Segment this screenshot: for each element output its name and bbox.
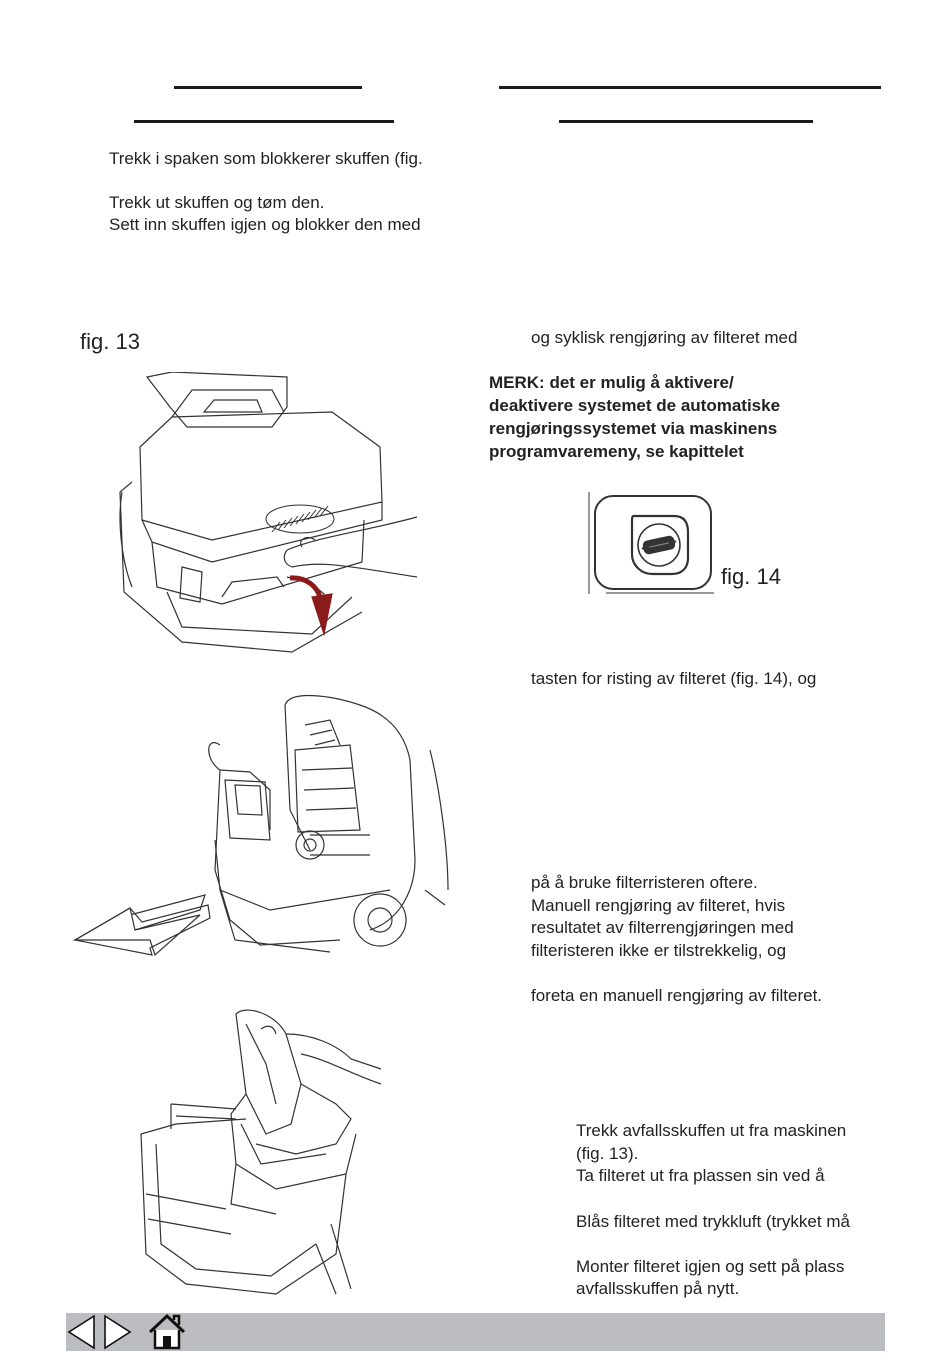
next-page-icon[interactable] — [101, 1313, 133, 1351]
instruction-line: Sett inn skuffen igjen og blokker den me… — [109, 215, 421, 234]
filter-shaker-line: på å bruke filterristeren oftere. — [531, 873, 758, 892]
filter-shaker-line: filteristeren ikke er tilstrekkelig, og — [531, 941, 787, 960]
drawer-removal-illustration — [72, 695, 449, 957]
prev-page-icon[interactable] — [66, 1313, 98, 1351]
note-line: MERK: det er mulig å aktivere/ — [489, 373, 734, 392]
step-line: Trekk avfallsskuffen ut fra maskinen — [576, 1121, 847, 1140]
header-rule-left-bottom — [134, 120, 394, 123]
filter-removal-illustration — [140, 1009, 382, 1295]
shake-icon — [641, 535, 677, 555]
footer-nav-bar — [66, 1313, 885, 1351]
shaker-key-line: tasten for risting av filteret (fig. 14)… — [531, 669, 817, 688]
header-rule-right-top — [499, 86, 881, 89]
step-line: Ta filteret ut fra plassen sin ved å — [576, 1166, 825, 1185]
header-rule-right-bottom — [559, 120, 813, 123]
step-line: (fig. 13). — [576, 1144, 639, 1163]
drawer-lever-illustration — [119, 372, 418, 653]
manual-cleaning-line: foreta en manuell rengjøring av filteret… — [531, 986, 823, 1005]
fig-13-label: fig. 13 — [80, 329, 140, 354]
note-line: programvaremeny, se kapittelet — [489, 442, 744, 461]
filter-shaker-line: Manuell rengjøring av filteret, hvis — [531, 896, 786, 915]
filter-cleaning-line: og syklisk rengjøring av filteret med — [531, 328, 798, 347]
fig-14-label: fig. 14 — [721, 564, 781, 589]
header-rule-left-top — [174, 86, 362, 89]
instruction-line: Trekk i spaken som blokkerer skuffen (fi… — [109, 149, 423, 168]
filter-shaker-line: resultatet av filterrengjøringen med — [531, 918, 794, 937]
step-line: Blås filteret med trykkluft (trykket må — [576, 1212, 850, 1231]
note-line: deaktivere systemet de automatiske — [489, 396, 781, 415]
filter-shaker-button-figure — [588, 492, 714, 594]
note-line: rengjøringssystemet via maskinens — [489, 419, 778, 438]
step-line: Monter filteret igjen og sett på plass — [576, 1257, 845, 1276]
instruction-line: Trekk ut skuffen og tøm den. — [109, 193, 325, 212]
step-line: avfallsskuffen på nytt. — [576, 1279, 740, 1298]
home-icon[interactable] — [146, 1313, 188, 1351]
